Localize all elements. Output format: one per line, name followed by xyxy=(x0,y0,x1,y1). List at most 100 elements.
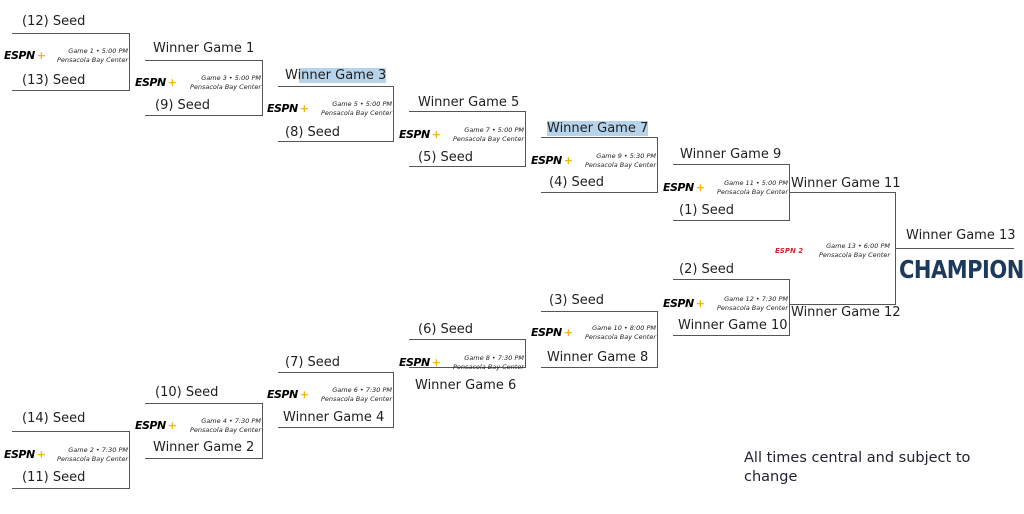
game-6-venue: Pensacola Bay Center xyxy=(320,395,392,403)
times-note: All times central and subject to change xyxy=(744,450,971,485)
seed-9-label: (9) Seed xyxy=(155,98,211,113)
seed-10-label: (10) Seed xyxy=(155,385,219,400)
game-1-time: Game 1 • 5:00 PM xyxy=(68,47,128,55)
winner-game-6-label: Winner Game 6 xyxy=(415,378,517,393)
game-5-time: Game 5 • 5:00 PM xyxy=(332,100,392,108)
seed-4-label: (4) Seed xyxy=(549,175,605,190)
espn-wordmark: ESPN xyxy=(531,154,562,167)
seed-13-label: (13) Seed xyxy=(22,73,86,88)
espn-wordmark: ESPN xyxy=(663,297,694,310)
game-2-venue: Pensacola Bay Center xyxy=(56,455,128,463)
winner-game-11-label: Winner Game 11 xyxy=(791,176,901,191)
winner-game-7-label: Winner Game 7 xyxy=(547,121,649,137)
game-4-venue: Pensacola Bay Center xyxy=(189,426,261,434)
game-8-venue: Pensacola Bay Center xyxy=(452,363,524,371)
seed-8-label: (8) Seed xyxy=(285,125,341,140)
winner-game-1-label: Winner Game 1 xyxy=(153,41,255,56)
game-9-time: Game 9 • 5:30 PM xyxy=(596,152,656,160)
game-10-time: Game 10 • 8:00 PM xyxy=(592,324,656,332)
seed-11-label: (11) Seed xyxy=(22,470,86,485)
game-1-venue: Pensacola Bay Center xyxy=(56,56,128,64)
espn-plus-logo: ESPN+ xyxy=(267,388,309,401)
seed-6-label: (6) Seed xyxy=(418,322,474,337)
plus-mark: + xyxy=(36,49,46,62)
game-3-venue: Pensacola Bay Center xyxy=(189,83,261,91)
plus-mark: + xyxy=(299,388,309,401)
game-13-time: Game 13 • 6:00 PM xyxy=(826,242,890,250)
espn-plus-logo: ESPN+ xyxy=(399,356,441,369)
plus-mark: + xyxy=(695,181,705,194)
winner-game-5-label: Winner Game 5 xyxy=(418,95,520,110)
seed-5-label: (5) Seed xyxy=(418,150,474,165)
espn-plus-logo: ESPN+ xyxy=(135,76,177,89)
espn-plus-logo: ESPN+ xyxy=(4,448,46,461)
espn-wordmark: ESPN xyxy=(531,326,562,339)
espn-wordmark: ESPN xyxy=(663,181,694,194)
winner-game-9-label: Winner Game 9 xyxy=(680,147,782,162)
champions-title: CHAMPIONS xyxy=(899,255,1024,284)
game-5-venue: Pensacola Bay Center xyxy=(320,109,392,117)
espn-plus-logo: ESPN+ xyxy=(267,102,309,115)
plus-mark: + xyxy=(167,76,177,89)
espn-wordmark: ESPN xyxy=(399,356,430,369)
espn-wordmark: ESPN xyxy=(135,76,166,89)
espn-plus-logo: ESPN+ xyxy=(4,49,46,62)
espn-plus-logo: ESPN+ xyxy=(399,128,441,141)
plus-mark: + xyxy=(36,448,46,461)
game-6-time: Game 6 • 7:30 PM xyxy=(332,386,392,394)
plus-mark: + xyxy=(563,154,573,167)
winner-game-8-label: Winner Game 8 xyxy=(547,350,649,365)
plus-mark: + xyxy=(563,326,573,339)
winner-game-10-label: Winner Game 10 xyxy=(678,318,788,333)
espn-plus-logo: ESPN+ xyxy=(663,297,705,310)
seed-1-label: (1) Seed xyxy=(679,203,735,218)
espn-wordmark: ESPN xyxy=(135,419,166,432)
espn-wordmark: ESPN xyxy=(267,102,298,115)
espn-plus-logo: ESPN+ xyxy=(531,154,573,167)
winner-game-4-label: Winner Game 4 xyxy=(283,410,385,425)
espn-plus-logo: ESPN+ xyxy=(663,181,705,194)
espn-wordmark: ESPN xyxy=(399,128,430,141)
game-2-time: Game 2 • 7:30 PM xyxy=(68,446,128,454)
game-7-time: Game 7 • 5:00 PM xyxy=(464,126,524,134)
game-3-time: Game 3 • 5:00 PM xyxy=(201,74,261,82)
winner-game-3-text: Winner Game 3 xyxy=(285,68,387,83)
plus-mark: + xyxy=(299,102,309,115)
plus-mark: + xyxy=(167,419,177,432)
winner-game-2-label: Winner Game 2 xyxy=(153,440,255,455)
game-12-time: Game 12 • 7:30 PM xyxy=(724,295,788,303)
espn-plus-logo: ESPN+ xyxy=(531,326,573,339)
game-11-time: Game 11 • 5:00 PM xyxy=(724,179,788,187)
game-7-venue: Pensacola Bay Center xyxy=(452,135,524,143)
plus-mark: + xyxy=(695,297,705,310)
game-12-venue: Pensacola Bay Center xyxy=(716,304,788,312)
espn-wordmark: ESPN xyxy=(4,49,35,62)
winner-game-7-text: Winner Game 7 xyxy=(547,121,649,136)
winner-game-3-label: Winner Game 3 xyxy=(285,68,387,84)
seed-12-label: (12) Seed xyxy=(22,14,86,29)
plus-mark: + xyxy=(431,356,441,369)
plus-mark: + xyxy=(431,128,441,141)
seed-3-label: (3) Seed xyxy=(549,293,605,308)
espn-wordmark: ESPN xyxy=(267,388,298,401)
game-11-venue: Pensacola Bay Center xyxy=(716,188,788,196)
espn-plus-logo: ESPN+ xyxy=(135,419,177,432)
game-4-time: Game 4 • 7:30 PM xyxy=(201,417,261,425)
game-10-venue: Pensacola Bay Center xyxy=(584,333,656,341)
game-9-venue: Pensacola Bay Center xyxy=(584,161,656,169)
game-13-venue: Pensacola Bay Center xyxy=(818,251,890,259)
seed-7-label: (7) Seed xyxy=(285,355,341,370)
